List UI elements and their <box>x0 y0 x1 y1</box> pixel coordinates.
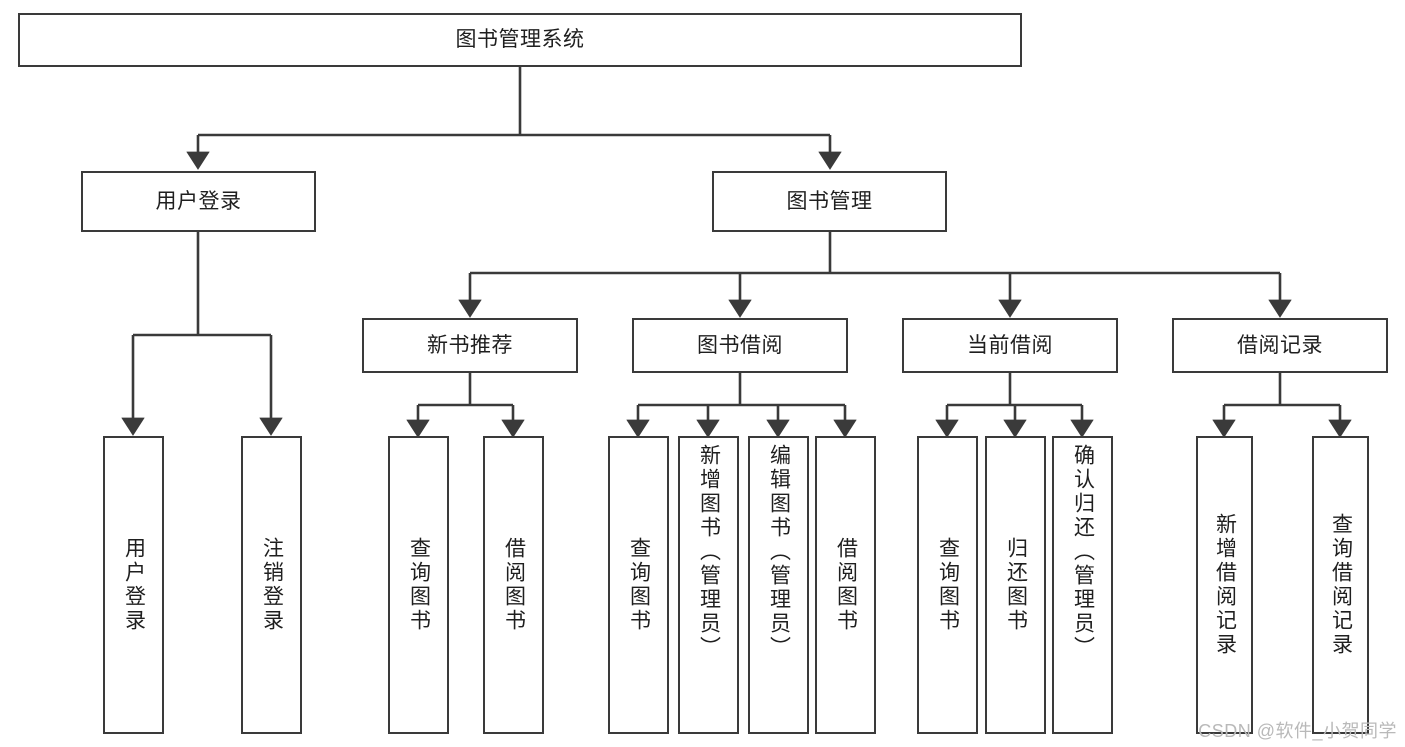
node-leaf-borrow-book-2[interactable]: 借阅图书 <box>815 436 876 734</box>
node-leaf-borrow-book-1-label: 借阅图书 <box>502 537 526 633</box>
node-leaf-query-borrow-record[interactable]: 查询借阅记录 <box>1312 436 1369 734</box>
node-root[interactable]: 图书管理系统 <box>18 13 1022 67</box>
node-leaf-add-book-admin[interactable]: 新增图书（管理员） <box>678 436 739 734</box>
node-leaf-query-book-1-label: 查询图书 <box>407 537 431 633</box>
node-leaf-query-book-2-label: 查询图书 <box>627 537 651 633</box>
node-leaf-confirm-return-admin-label: 确认归还（管理员） <box>1071 444 1095 660</box>
node-leaf-query-book-1[interactable]: 查询图书 <box>388 436 449 734</box>
node-user-login[interactable]: 用户登录 <box>81 171 316 232</box>
node-book-borrow-label: 图书借阅 <box>697 333 783 357</box>
node-leaf-query-book-3[interactable]: 查询图书 <box>917 436 978 734</box>
node-leaf-logout[interactable]: 注销登录 <box>241 436 302 734</box>
node-user-login-label: 用户登录 <box>155 189 242 213</box>
node-leaf-confirm-return-admin[interactable]: 确认归还（管理员） <box>1052 436 1113 734</box>
node-new-book-recommend[interactable]: 新书推荐 <box>362 318 578 373</box>
node-leaf-borrow-book-2-label: 借阅图书 <box>834 537 858 633</box>
node-book-manage-label: 图书管理 <box>786 189 873 213</box>
node-leaf-edit-book-admin[interactable]: 编辑图书（管理员） <box>748 436 809 734</box>
node-leaf-add-borrow-record-label: 新增借阅记录 <box>1213 513 1237 657</box>
node-leaf-logout-label: 注销登录 <box>260 537 284 633</box>
node-current-borrow[interactable]: 当前借阅 <box>902 318 1118 373</box>
csdn-watermark: CSDN @软件_小贺同学 <box>1198 721 1397 741</box>
node-leaf-edit-book-admin-label: 编辑图书（管理员） <box>767 444 791 660</box>
node-leaf-query-borrow-record-label: 查询借阅记录 <box>1329 513 1353 657</box>
node-leaf-return-book[interactable]: 归还图书 <box>985 436 1046 734</box>
node-leaf-return-book-label: 归还图书 <box>1004 537 1028 633</box>
node-current-borrow-label: 当前借阅 <box>967 333 1053 357</box>
node-book-borrow[interactable]: 图书借阅 <box>632 318 848 373</box>
node-new-book-recommend-label: 新书推荐 <box>427 333 513 357</box>
node-leaf-query-book-3-label: 查询图书 <box>936 537 960 633</box>
node-leaf-borrow-book-1[interactable]: 借阅图书 <box>483 436 544 734</box>
node-root-label: 图书管理系统 <box>455 28 585 52</box>
node-borrow-record-label: 借阅记录 <box>1237 333 1323 357</box>
node-book-manage[interactable]: 图书管理 <box>712 171 947 232</box>
node-leaf-query-book-2[interactable]: 查询图书 <box>608 436 669 734</box>
node-leaf-user-login[interactable]: 用户登录 <box>103 436 164 734</box>
node-leaf-user-login-label: 用户登录 <box>122 537 146 633</box>
node-leaf-add-book-admin-label: 新增图书（管理员） <box>697 444 721 660</box>
node-borrow-record[interactable]: 借阅记录 <box>1172 318 1388 373</box>
node-leaf-add-borrow-record[interactable]: 新增借阅记录 <box>1196 436 1253 734</box>
